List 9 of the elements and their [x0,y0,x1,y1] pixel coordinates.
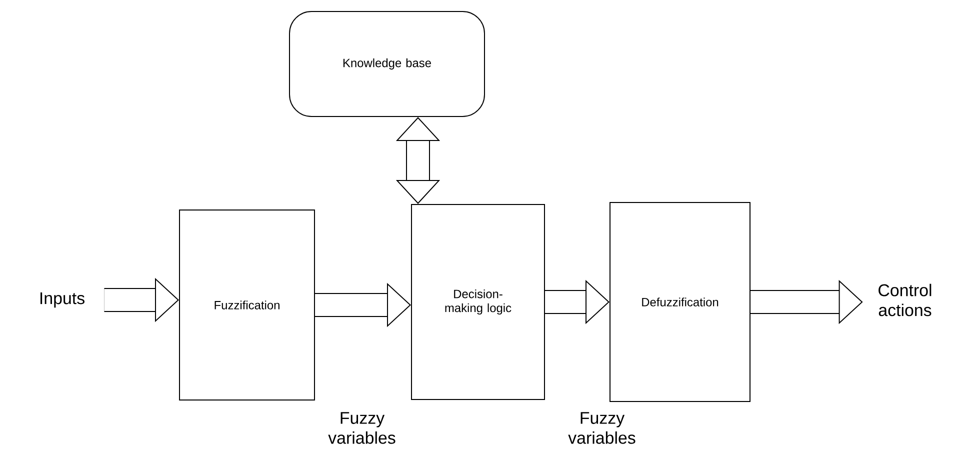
process-box: Decision-making logic [411,204,545,400]
process-box: Fuzzification [179,210,315,400]
io-label: Control actions [878,284,932,316]
io-label: Inputs [40,292,84,308]
knowledge-box: Knowledge base [289,11,485,117]
process-box: Defuzzification [610,202,750,402]
block-arrow [396,117,440,204]
note-text: Fuzzy variables [328,412,396,444]
note-text: Fuzzy variables [568,412,636,444]
